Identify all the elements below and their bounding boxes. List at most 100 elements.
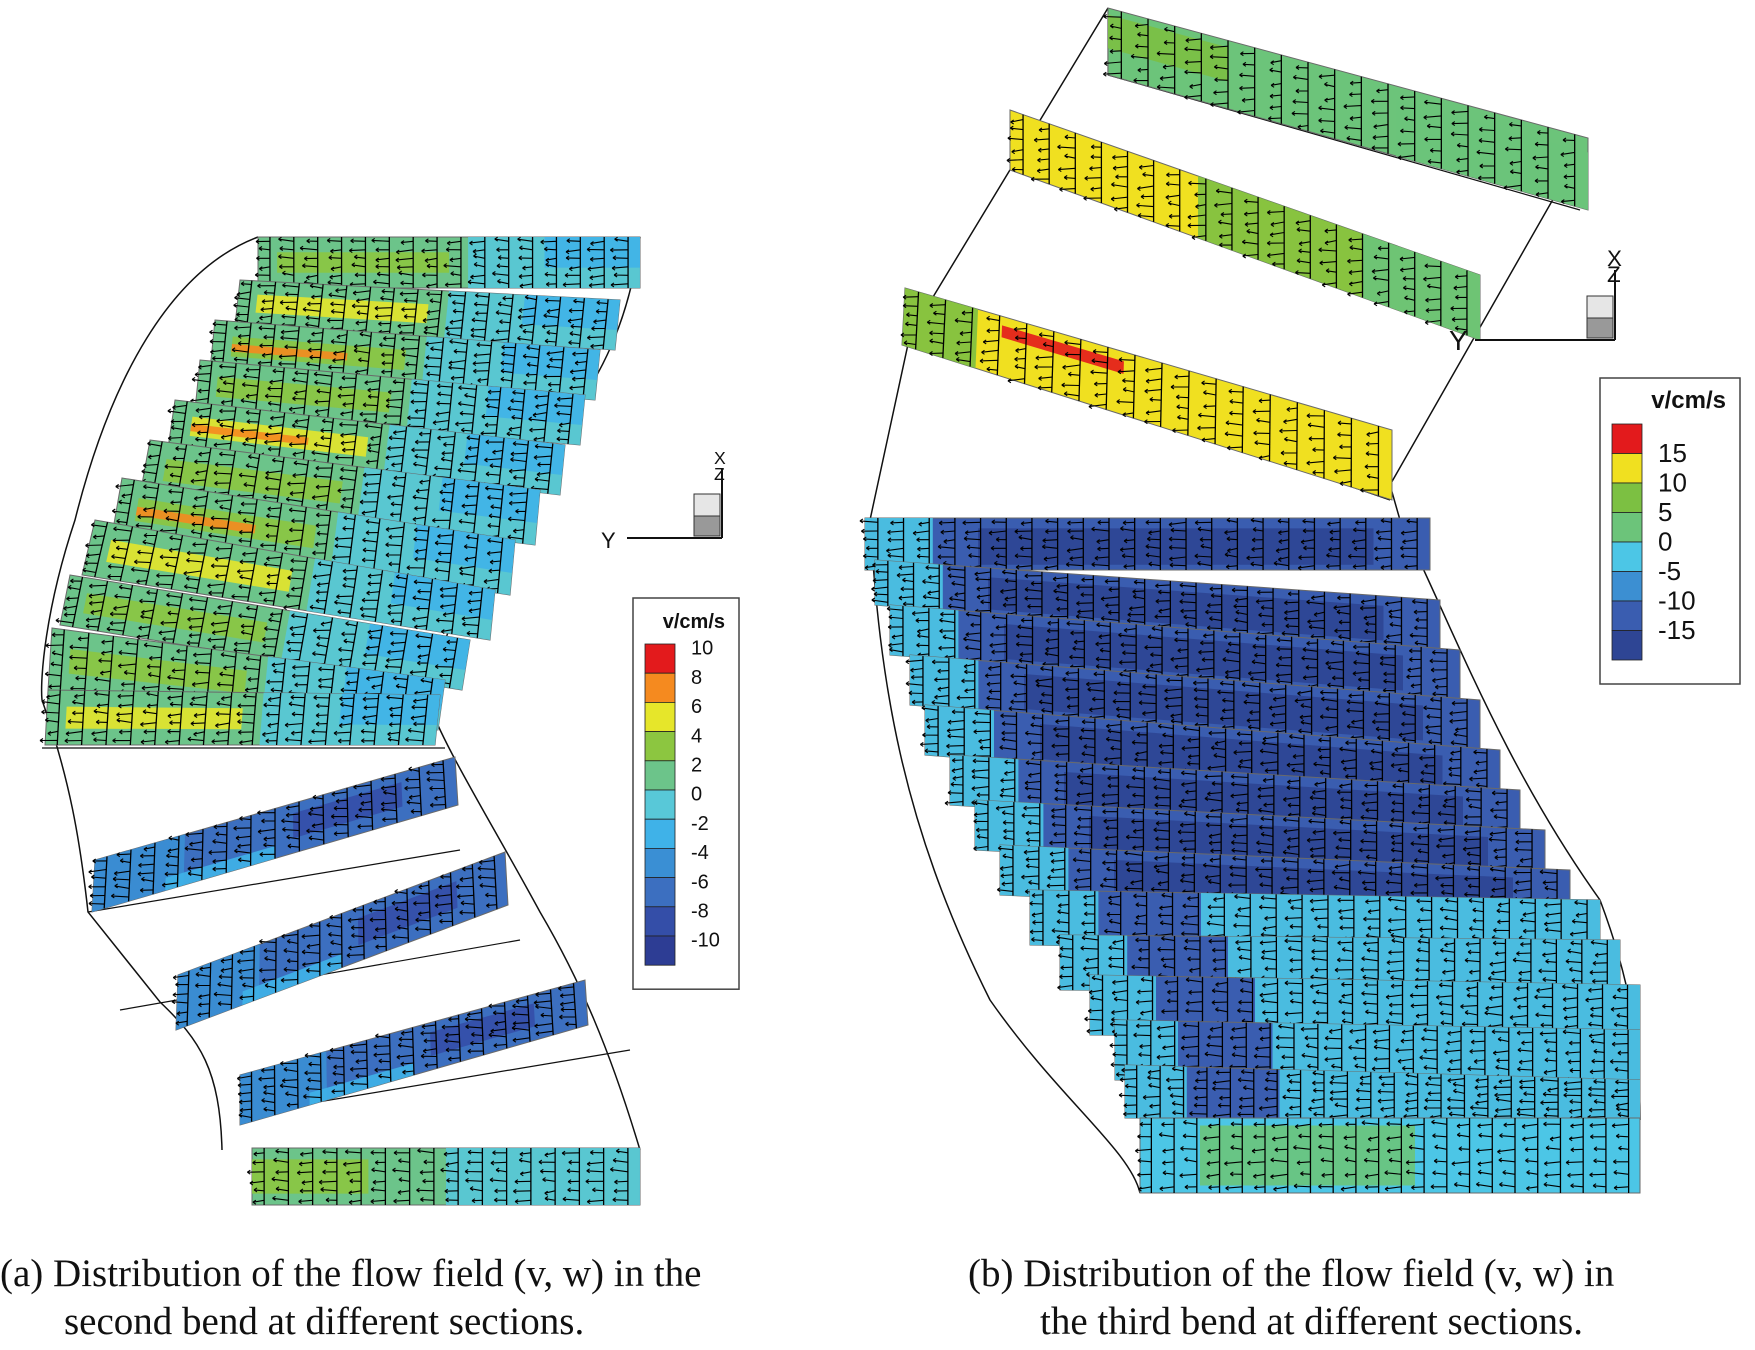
velocity-arrow — [118, 584, 132, 590]
velocity-arrow — [1385, 633, 1402, 640]
velocity-arrow — [1083, 195, 1102, 201]
velocity-arrow — [412, 595, 430, 601]
velocity-arrow — [1240, 51, 1255, 57]
velocity-arrow — [1224, 669, 1240, 675]
velocity-arrow — [362, 661, 377, 666]
velocity-arrow — [1416, 898, 1432, 904]
velocity-arrow — [101, 639, 114, 645]
velocity-arrow — [1283, 418, 1298, 425]
velocity-arrow — [1323, 1045, 1342, 1051]
velocity-arrow — [519, 283, 533, 289]
vector-column — [425, 578, 434, 630]
velocity-arrow — [1502, 1169, 1516, 1175]
velocity-arrow — [1153, 827, 1170, 833]
velocity-arrow — [348, 1190, 362, 1196]
velocity-arrow — [565, 249, 581, 255]
velocity-arrow — [458, 565, 476, 572]
velocity-arrow — [1184, 59, 1202, 65]
velocity-arrow — [538, 1159, 556, 1165]
velocity-arrow — [587, 266, 605, 272]
velocity-arrow — [385, 398, 403, 404]
velocity-arrow — [1524, 1147, 1538, 1153]
velocity-arrow — [1303, 545, 1315, 551]
velocity-arrow — [1026, 837, 1040, 843]
velocity-arrow — [1432, 677, 1448, 683]
velocity-arrow — [1411, 1185, 1425, 1191]
vector-column — [246, 280, 253, 326]
velocity-arrow — [1035, 682, 1053, 688]
vector-column — [449, 432, 456, 482]
velocity-arrow — [1532, 155, 1549, 161]
velocity-arrow — [1225, 1185, 1243, 1191]
velocity-arrow — [1269, 687, 1286, 693]
velocity-arrow — [1452, 1081, 1465, 1087]
velocity-arrow — [1353, 1055, 1366, 1061]
velocity-arrow — [1003, 828, 1014, 834]
velocity-arrow — [116, 852, 131, 858]
velocity-arrow — [517, 314, 535, 320]
velocity-arrow — [1284, 938, 1302, 944]
velocity-arrow — [326, 922, 342, 928]
velocity-arrow — [63, 605, 77, 611]
velocity-arrow — [1467, 1066, 1485, 1072]
velocity-arrow — [952, 775, 964, 781]
velocity-arrow — [1490, 807, 1508, 813]
velocity-arrow — [1423, 705, 1442, 711]
velocity-arrow — [1339, 819, 1351, 825]
contour-patch — [1362, 233, 1480, 340]
velocity-arrow — [1588, 987, 1603, 993]
velocity-arrow — [1309, 847, 1325, 853]
velocity-arrow — [489, 559, 501, 565]
velocity-arrow — [267, 506, 282, 512]
velocity-arrow — [1066, 704, 1079, 710]
velocity-arrow — [299, 1151, 313, 1157]
velocity-arrow — [1004, 578, 1017, 584]
velocity-arrow — [1446, 1040, 1462, 1046]
velocity-arrow — [215, 831, 227, 837]
velocity-arrow — [1363, 886, 1376, 892]
velocity-arrow — [1493, 814, 1508, 820]
velocity-arrow — [1347, 553, 1366, 559]
velocity-arrow — [331, 554, 351, 560]
velocity-arrow — [1166, 677, 1183, 683]
velocity-arrow — [1387, 791, 1404, 797]
vector-column — [547, 443, 554, 494]
velocity-arrow — [1148, 530, 1161, 536]
velocity-arrow — [1134, 43, 1149, 49]
velocity-arrow — [1397, 767, 1409, 773]
velocity-arrow — [1306, 837, 1325, 843]
velocity-arrow — [1154, 810, 1170, 816]
velocity-arrow — [445, 247, 461, 253]
velocity-arrow — [1301, 1052, 1318, 1059]
velocity-arrow — [92, 534, 105, 540]
velocity-arrow — [533, 1000, 552, 1006]
velocity-arrow — [1135, 937, 1150, 943]
velocity-arrow — [1610, 1093, 1629, 1099]
velocity-arrow — [1013, 692, 1027, 698]
section-b-lower — [919, 704, 1501, 801]
legend-swatch — [644, 731, 676, 762]
velocity-arrow — [367, 629, 382, 635]
velocity-arrow — [1447, 1078, 1465, 1084]
velocity-arrow — [50, 661, 62, 667]
velocity-arrow — [1430, 667, 1448, 673]
velocity-arrow — [1590, 1038, 1605, 1044]
velocity-arrow — [898, 595, 914, 601]
velocity-arrow — [1466, 992, 1478, 998]
velocity-arrow — [273, 668, 284, 674]
velocity-arrow — [490, 504, 502, 510]
velocity-arrow — [237, 1091, 252, 1097]
velocity-arrow — [1348, 281, 1363, 287]
velocity-arrow — [1315, 1010, 1328, 1016]
velocity-arrow — [1177, 648, 1189, 654]
velocity-arrow — [1348, 693, 1364, 699]
velocity-arrow — [1235, 939, 1251, 945]
velocity-arrow — [872, 578, 888, 584]
velocity-arrow — [342, 496, 353, 502]
velocity-arrow — [1222, 697, 1234, 703]
velocity-arrow — [237, 857, 251, 863]
velocity-arrow — [1110, 1021, 1127, 1027]
velocity-arrow — [973, 812, 989, 818]
velocity-arrow — [484, 457, 502, 463]
velocity-arrow — [192, 504, 206, 510]
